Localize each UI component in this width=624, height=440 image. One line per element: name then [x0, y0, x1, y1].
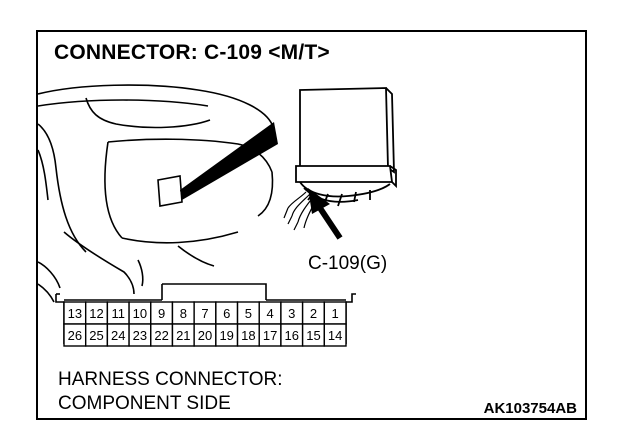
pin-number: 12: [89, 306, 103, 321]
pin-number: 21: [176, 328, 190, 343]
control-unit: [295, 87, 397, 207]
pin-number: 17: [263, 328, 277, 343]
pin-number: 7: [201, 306, 208, 321]
pin-number: 14: [328, 328, 342, 343]
pin-number: 4: [266, 306, 273, 321]
caption-line-2: COMPONENT SIDE: [58, 393, 231, 414]
dashboard-outline: [38, 84, 275, 303]
pin-number: 15: [306, 328, 320, 343]
pin-number: 10: [133, 306, 147, 321]
callout-arrow: [308, 188, 343, 240]
pin-number: 8: [180, 306, 187, 321]
pin-number: 16: [285, 328, 299, 343]
pin-number: 3: [288, 306, 295, 321]
pin-number: 18: [241, 328, 255, 343]
diagram-frame: CONNECTOR: C-109 <M/T>: [36, 30, 587, 420]
pin-number: 25: [89, 328, 103, 343]
pin-number: 22: [154, 328, 168, 343]
pin-number: 5: [245, 306, 252, 321]
connector-location-box: [157, 175, 183, 207]
pin-number: 13: [68, 306, 82, 321]
pin-number: 9: [158, 306, 165, 321]
pin-number: 23: [133, 328, 147, 343]
pin-number: 24: [111, 328, 125, 343]
pin-number: 6: [223, 306, 230, 321]
pin-number: 2: [310, 306, 317, 321]
pin-number: 11: [111, 306, 125, 321]
diagram-title: CONNECTOR: C-109 <M/T>: [54, 41, 330, 64]
pin-number: 26: [68, 328, 82, 343]
pin-number: 19: [219, 328, 233, 343]
figure-code: AK103754AB: [483, 400, 577, 417]
zoom-wedge: [180, 122, 278, 200]
connector-callout-label: C-109(G): [308, 253, 388, 274]
pin-number: 1: [332, 306, 339, 321]
pin-cell: [323, 323, 347, 347]
caption-line-1: HARNESS CONNECTOR:: [58, 369, 283, 390]
pin-row-bottom: 26 25 24 23 22 21 20 19 18 17 16 15 14: [63, 323, 347, 347]
pin-number: 20: [198, 328, 212, 343]
dashboard-illustration: [38, 84, 397, 344]
